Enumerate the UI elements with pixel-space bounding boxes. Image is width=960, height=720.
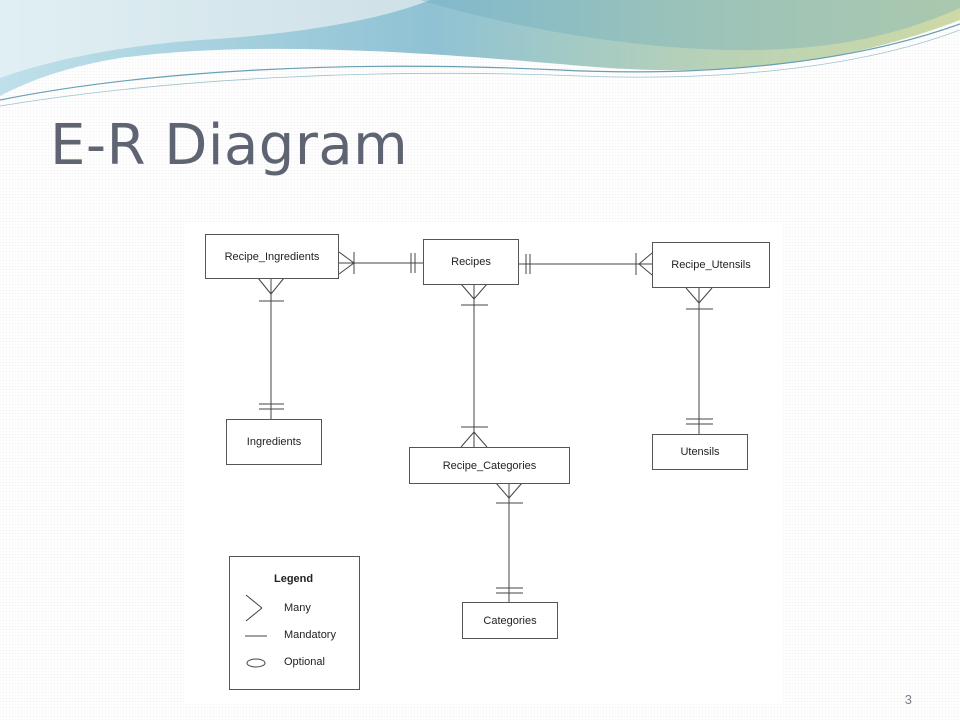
- legend: Legend Many Mandatory Optional: [229, 556, 360, 690]
- entity-utensils: Utensils: [652, 434, 748, 470]
- entity-recipe-categories: Recipe_Categories: [409, 447, 570, 484]
- slide-title: E-R Diagram: [50, 113, 409, 178]
- legend-many-label: Many: [284, 602, 311, 614]
- entity-recipe-ingredients: Recipe_Ingredients: [205, 234, 339, 279]
- entity-categories: Categories: [462, 602, 558, 639]
- page-number: 3: [904, 692, 912, 707]
- legend-mandatory-label: Mandatory: [284, 629, 336, 641]
- entity-recipe-utensils: Recipe_Utensils: [652, 242, 770, 288]
- header-wave-decoration: [0, 0, 960, 107]
- legend-optional-label: Optional: [284, 656, 325, 668]
- entity-ingredients: Ingredients: [226, 419, 322, 465]
- legend-title: Legend: [274, 573, 314, 585]
- er-diagram: Recipe_Ingredients Recipes Recipe_Utensi…: [184, 222, 783, 704]
- entity-recipes: Recipes: [423, 239, 519, 285]
- crowsfoot-icon: [338, 251, 355, 264]
- optional-symbol-icon: [246, 658, 266, 668]
- legend-symbols: [245, 594, 267, 668]
- many-symbol-icon: [245, 594, 263, 609]
- relationship-lines: [257, 251, 713, 602]
